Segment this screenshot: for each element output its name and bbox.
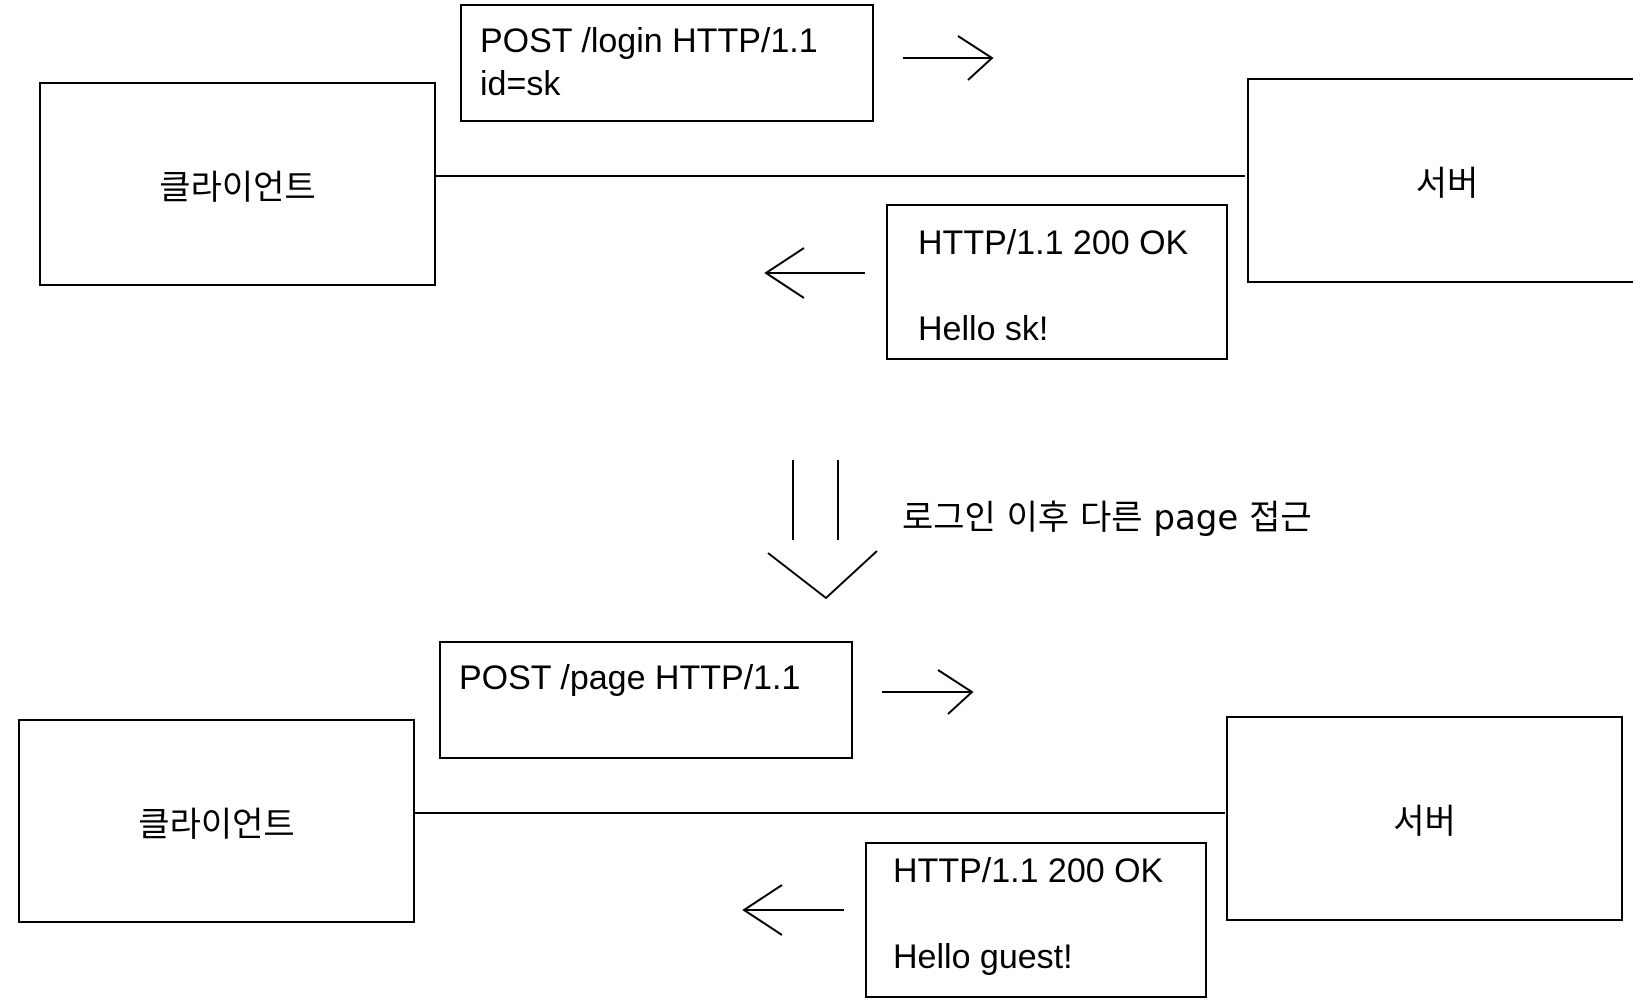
scene2-response-body: Hello guest! — [893, 938, 1073, 976]
transition-label: 로그인 이후 다른 page 접근 — [902, 498, 1312, 538]
scene2-server-label: 서버 — [1393, 802, 1456, 842]
scene2-client-box: 클라이언트 — [18, 719, 415, 923]
scene2-request-arrow-icon — [882, 669, 974, 715]
transition-down-arrow-icon — [767, 460, 878, 600]
scene2-client-label: 클라이언트 — [138, 804, 295, 845]
scene2-request-message: POST /page HTTP/1.1 — [439, 641, 853, 759]
scene1-response-body: Hello sk! — [918, 310, 1049, 348]
scene1-client-box: 클라이언트 — [39, 82, 436, 286]
scene2-server-box: 서버 — [1226, 716, 1623, 921]
scene1-response-message: HTTP/1.1 200 OK Hello sk! — [886, 204, 1228, 360]
scene1-request-line-1: POST /login HTTP/1.1 — [480, 22, 818, 60]
scene2-request-line-1: POST /page HTTP/1.1 — [459, 659, 801, 697]
scene2-response-status: HTTP/1.1 200 OK — [893, 852, 1164, 890]
scene1-request-arrow-icon — [903, 35, 994, 81]
scene1-request-line-2: id=sk — [480, 65, 561, 103]
scene1-response-status: HTTP/1.1 200 OK — [918, 224, 1189, 262]
scene1-server-label: 서버 — [1415, 164, 1479, 204]
scene2-response-arrow-icon — [742, 884, 844, 936]
scene2-response-message: HTTP/1.1 200 OK Hello guest! — [865, 842, 1207, 998]
scene1-response-arrow-icon — [764, 247, 865, 299]
scene1-server-box: 서버 — [1247, 78, 1633, 283]
scene1-client-label: 클라이언트 — [159, 167, 316, 208]
scene1-request-message: POST /login HTTP/1.1 id=sk — [460, 4, 874, 122]
